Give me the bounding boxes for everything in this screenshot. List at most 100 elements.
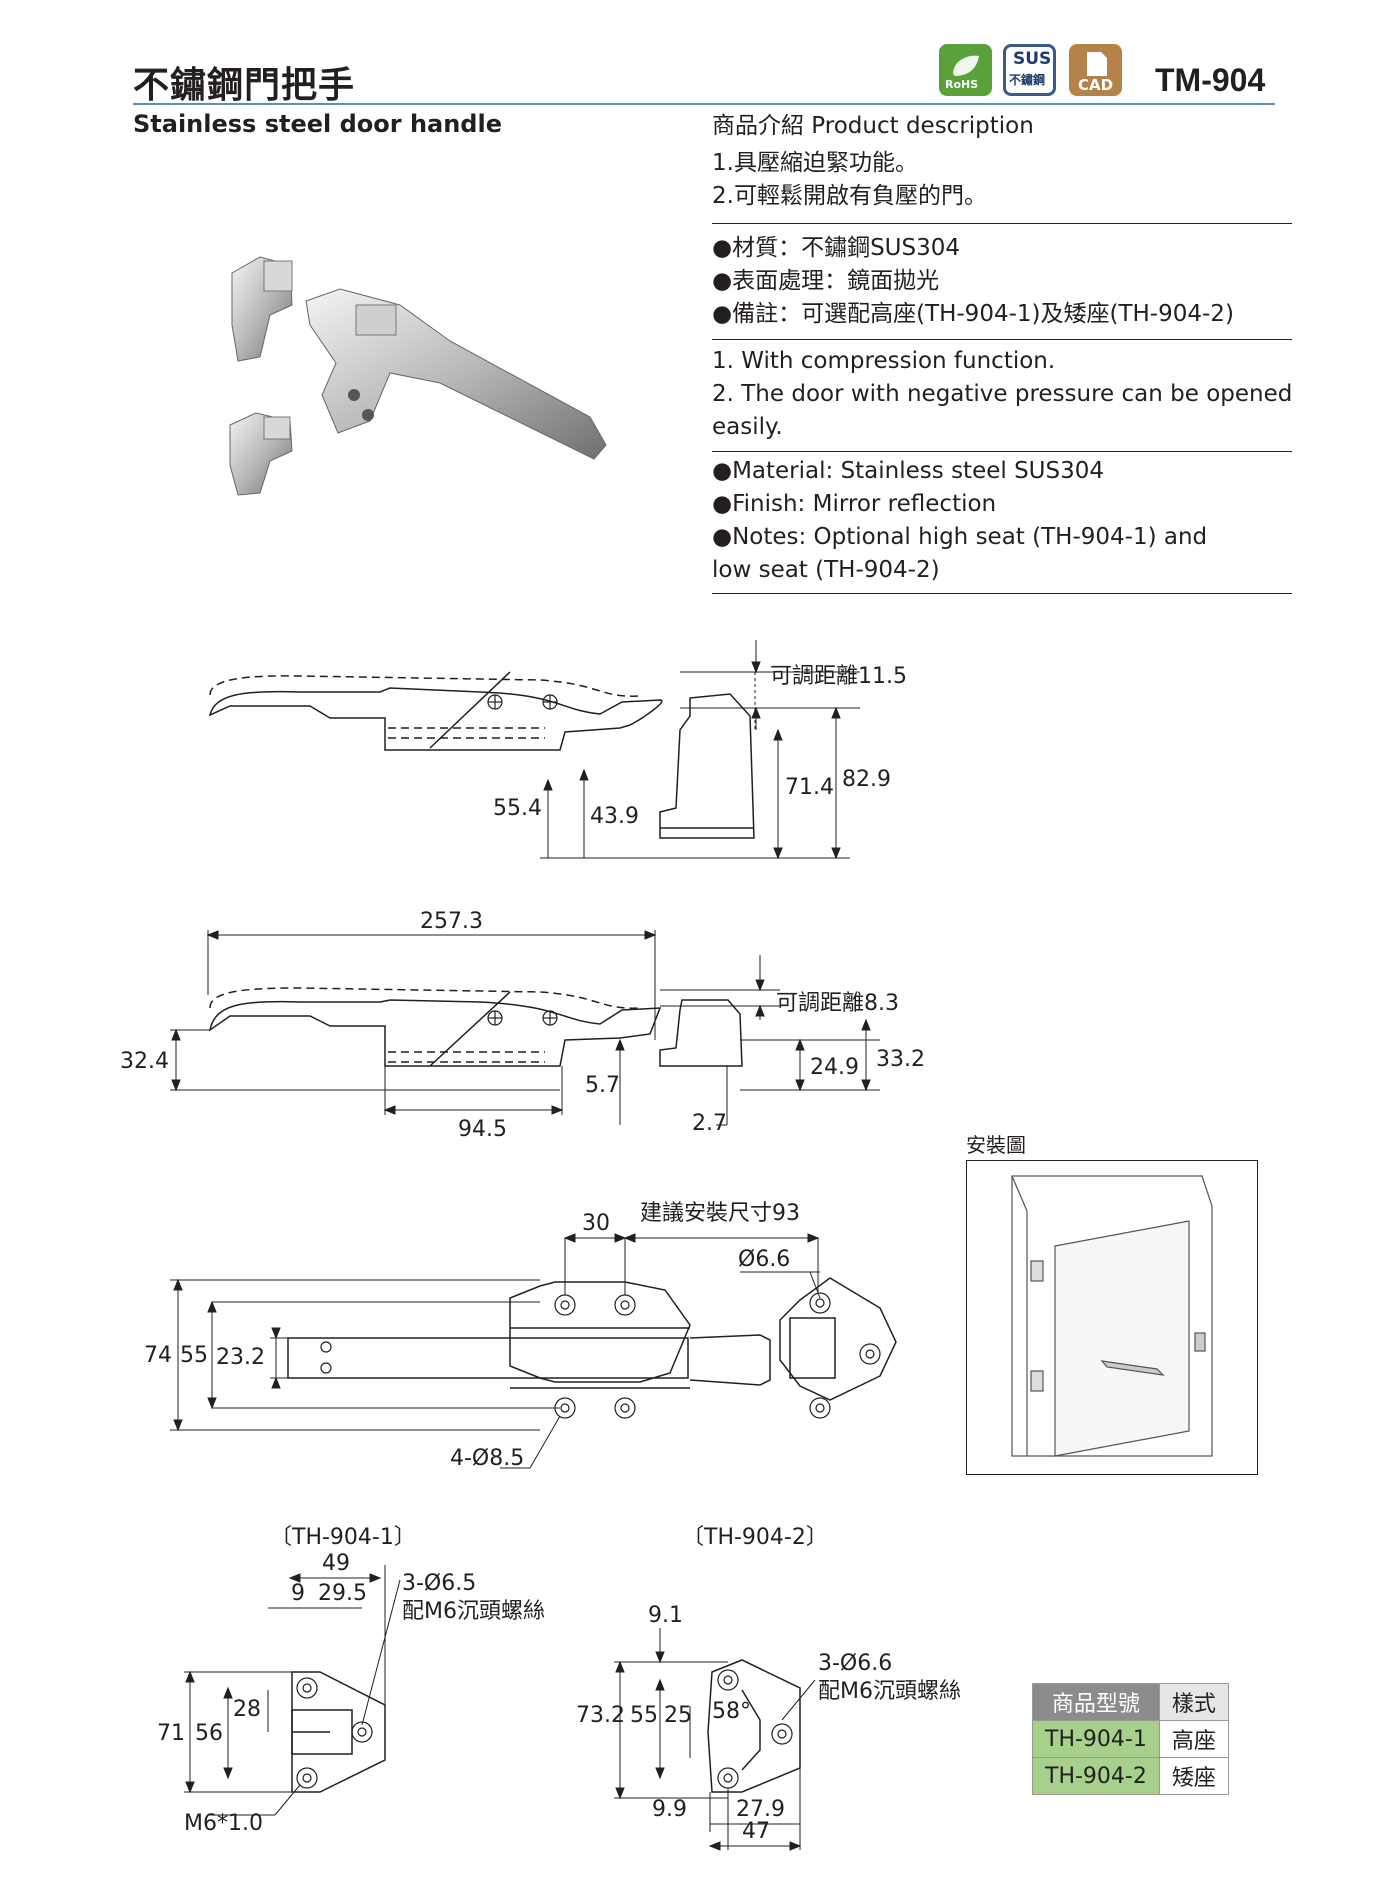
seat2-dim-55: 55 [630,1703,658,1728]
description-heading: 商品介紹 Product description [712,113,1034,139]
dim-33-2: 33.2 [876,1047,925,1072]
high-seat-outline [659,693,755,839]
divider [712,339,1292,340]
feature-en-3: easily. [712,414,783,440]
diagonal-line [429,671,511,749]
handle-tip [689,1334,771,1386]
seat1-dim-9: 9 [291,1581,305,1606]
sus-sub-label: 不鏽鋼 [1009,73,1046,87]
dim-23-2: 23.2 [216,1345,265,1370]
dim-4-holes-8-5: 4-Ø8.5 [450,1446,524,1471]
table-header-row: 商品型號 樣式 [1032,1683,1229,1721]
seat1-dim-71: 71 [157,1721,185,1746]
seat1-dim-29-5: 29.5 [318,1581,367,1606]
cad-badge: CAD [1069,44,1122,96]
seat1-dim-28: 28 [233,1697,261,1722]
model-spec-table: 商品型號 樣式 TH-904-1 高座 TH-904-2 矮座 [1032,1683,1229,1795]
sus-label: SUS [1013,49,1052,69]
page-title-en: Stainless steel door handle [133,110,502,138]
seat2-dim-27-9: 27.9 [736,1797,785,1822]
table-cell-style: 矮座 [1158,1757,1229,1795]
table-row: TH-904-2 矮座 [1032,1757,1229,1795]
divider [712,223,1292,224]
model-number: TM-904 [1155,62,1266,98]
dim-82-9: 82.9 [842,767,891,792]
open-door [1054,1220,1190,1457]
seat2-dim-25: 25 [664,1703,692,1728]
product-photo [229,256,607,496]
side-view-drawing-high-seat: 可調距離11.5 55.4 43.9 71.4 82.9 [208,640,907,860]
sus-badge: SUS 不鏽鋼 [1003,44,1056,96]
feature-en-1: 1. With compression function. [712,348,1056,374]
spec-zh-material: ●材質：不鏽鋼SUS304 [712,235,961,261]
handle-open-dashed [209,675,641,697]
rohs-label: RoHS [945,78,979,91]
dim-2-7: 2.7 [692,1111,727,1136]
seat2-label: 〔TH-904-2〕 [682,1525,828,1550]
spec-zh-notes: ●備註：可選配高座(TH-904-1)及矮座(TH-904-2) [712,301,1234,327]
seat2-dim-9-1: 9.1 [648,1603,683,1628]
rohs-badge: RoHS [939,44,992,96]
spec-en-material: ●Material: Stainless steel SUS304 [712,458,1104,484]
column-header-style: 樣式 [1158,1683,1229,1721]
table-cell-model: TH-904-1 [1032,1720,1160,1758]
document-icon [1087,52,1107,76]
install-diagram-title: 安裝圖 [966,1133,1026,1157]
seat2-dim-47: 47 [742,1819,770,1844]
top-view-drawing: 30 建議安裝尺寸93 Ø6.6 74 55 23.2 4-Ø8.5 [144,1201,897,1471]
seat2-angle-58: 58° [712,1699,751,1724]
seat2-screw-note: 配M6沉頭螺絲 [818,1679,961,1704]
seat1-label: 〔TH-904-1〕 [270,1525,416,1550]
header-divider [133,103,1275,105]
table-cell-style: 高座 [1158,1720,1229,1758]
spec-zh-finish: ●表面處理：鏡面拋光 [712,268,940,294]
seat1-thread: M6*1.0 [184,1811,263,1836]
divider [712,451,1292,452]
cabinet-outline [1011,1175,1213,1457]
column-header-model: 商品型號 [1032,1683,1160,1721]
low-seat-outline [659,999,743,1067]
seat1-screw-note: 配M6沉頭螺絲 [402,1599,545,1624]
install-diagram [966,1160,1258,1475]
feature-zh-2: 2.可輕鬆開啟有負壓的門。 [712,183,987,209]
adjust-distance-label: 可調距離8.3 [776,991,899,1016]
handle-open-dashed [209,987,641,1009]
adjust-distance-label: 可調距離11.5 [770,664,907,689]
page-title-zh: 不鏽鋼門把手 [133,65,356,106]
dim-43-9: 43.9 [590,804,639,829]
handle-in-install [1100,1360,1165,1376]
seat2-dim-9-9: 9.9 [652,1797,687,1822]
dim-32-4: 32.4 [120,1049,169,1074]
feature-en-2: 2. The door with negative pressure can b… [712,381,1293,407]
cad-label: CAD [1078,76,1114,94]
seat2-holes-note: 3-Ø6.6 [818,1651,892,1676]
seat1-dim-49: 49 [322,1551,350,1576]
seat2-outline [707,1659,801,1793]
handle-image [305,288,607,460]
base-plate-outline [509,1281,691,1383]
seat1-holes-note: 3-Ø6.5 [402,1571,476,1596]
feature-zh-1: 1.具壓縮迫緊功能。 [712,150,918,176]
seat-drawings: 〔TH-904-1〕 〔TH-904-2〕 49 9 29.5 71 56 28… [157,1525,961,1851]
leaf-icon [953,55,979,76]
dim-5-7: 5.7 [585,1073,620,1098]
dim-74: 74 [144,1343,172,1368]
side-view-drawing-low-seat: 257.3 32.4 94.5 5.7 2.7 24.9 33.2 可調距離8.… [120,909,925,1140]
seat2-dim-73-2: 73.2 [576,1703,625,1728]
table-row: TH-904-1 高座 [1032,1720,1229,1758]
seat1-dim-56: 56 [195,1721,223,1746]
recommended-install-label: 建議安裝尺寸93 [640,1201,800,1226]
low-seat-image [229,412,293,496]
dim-30: 30 [582,1211,610,1236]
dim-hole-6-6: Ø6.6 [738,1247,790,1272]
high-seat-image [231,256,293,362]
handle-outline [208,687,663,751]
handle-bar-top [287,1337,689,1379]
spec-en-notes-cont: low seat (TH-904-2) [712,557,940,583]
spec-en-notes: ●Notes: Optional high seat (TH-904-1) an… [712,524,1208,550]
dim-24-9: 24.9 [810,1055,859,1080]
install-illustration [1011,1175,1213,1457]
dim-94-5: 94.5 [458,1117,507,1140]
spec-en-finish: ●Finish: Mirror reflection [712,491,997,517]
dim-55-4: 55.4 [493,796,542,821]
